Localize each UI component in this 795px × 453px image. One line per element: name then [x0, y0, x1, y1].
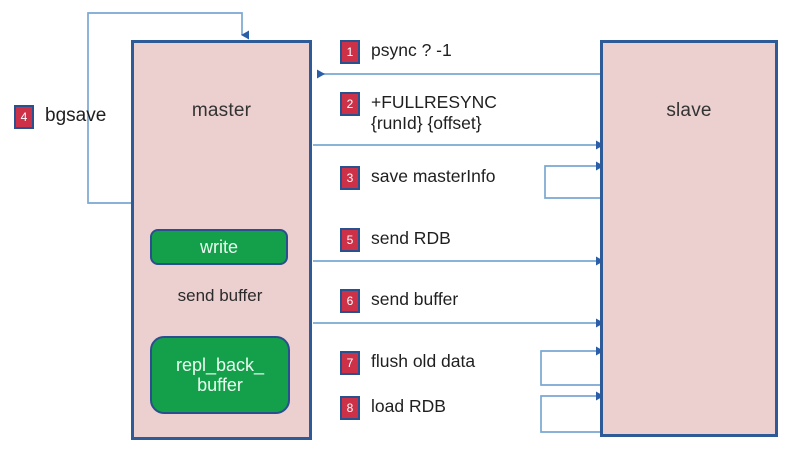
step-5-label: send RDB: [371, 228, 451, 248]
repl-backlog-box-label: repl_back_ buffer: [175, 354, 265, 395]
repl-backlog-box[interactable]: repl_back_ buffer: [150, 336, 290, 414]
slave-node-label: slave: [666, 100, 712, 121]
slave-node[interactable]: slave: [600, 40, 778, 437]
step-5-badge: 5: [340, 228, 360, 252]
step-3: 3 save masterInfo: [340, 166, 496, 190]
step-7-label: flush old data: [371, 351, 476, 371]
step-2-badge: 2: [340, 92, 360, 116]
step-8: 8 load RDB: [340, 396, 446, 420]
step-8-badge: 8: [340, 396, 360, 420]
step-2: 2 +FULLRESYNC {runId} {offset}: [340, 92, 497, 133]
step-6-label: send buffer: [371, 289, 459, 309]
step-4-label: bgsave: [45, 105, 107, 126]
write-box[interactable]: write: [150, 229, 288, 265]
wire-step3-save-masterinfo: [544, 161, 604, 199]
step-1-badge: 1: [340, 40, 360, 64]
step-7-badge: 7: [340, 351, 360, 375]
step-6: 6 send buffer: [340, 289, 458, 313]
step-2-label: +FULLRESYNC {runId} {offset}: [371, 92, 497, 133]
step-5: 5 send RDB: [340, 228, 451, 252]
master-node-label: master: [191, 100, 252, 121]
step-3-badge: 3: [340, 166, 360, 190]
step-6-badge: 6: [340, 289, 360, 313]
wire-step8-load-rdb: [540, 391, 604, 433]
step-4: 4 bgsave: [14, 105, 106, 129]
step-4-badge: 4: [14, 105, 34, 129]
write-box-label: write: [199, 236, 238, 257]
step-7: 7 flush old data: [340, 351, 475, 375]
step-1-label: psync ? -1: [371, 40, 452, 60]
wire-step4-bgsave: [87, 12, 249, 204]
step-3-label: save masterInfo: [371, 166, 496, 186]
step-8-label: load RDB: [371, 396, 446, 416]
wire-step7-flush-old-data: [540, 346, 604, 386]
step-1: 1 psync ? -1: [340, 40, 452, 64]
send-buffer-label: send buffer: [177, 286, 263, 305]
